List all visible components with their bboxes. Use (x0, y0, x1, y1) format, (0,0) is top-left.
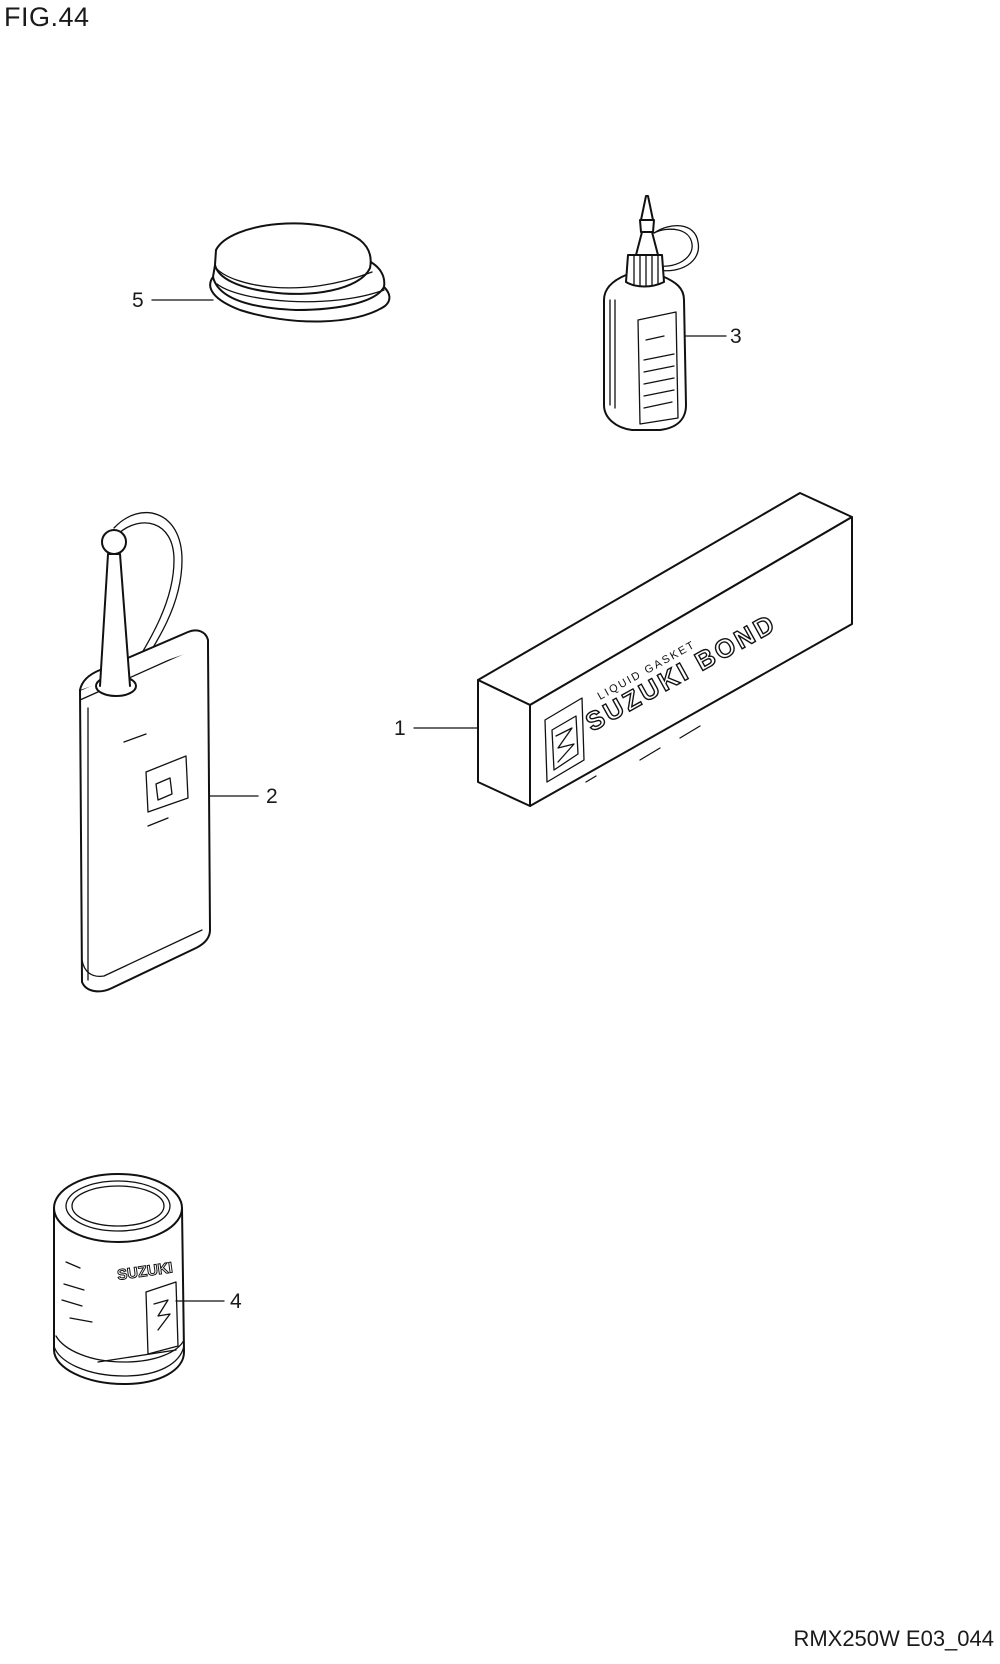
figure-code: RMX250W E03_044 (793, 1626, 994, 1651)
oil-bottle (603, 195, 727, 431)
grease-tin (209, 222, 391, 323)
callout-4: 4 (230, 1290, 242, 1313)
callout-2: 2 (266, 785, 278, 808)
callout-5: 5 (132, 289, 144, 312)
bond-box: SUZUKI BOND LIQUID GASKET (413, 492, 853, 807)
oil-can (79, 512, 259, 993)
callout-1: 1 (394, 717, 406, 740)
paint-can: SUZUKI (53, 1173, 225, 1385)
callout-3: 3 (730, 325, 742, 348)
figure-title: FIG.44 (4, 2, 90, 32)
